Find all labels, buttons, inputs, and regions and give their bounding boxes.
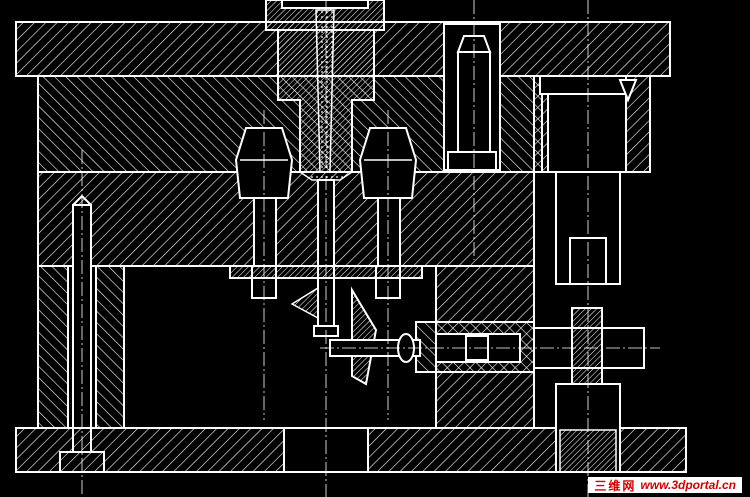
center-lines [81,0,660,497]
right-support-block [533,75,651,173]
watermark-url[interactable]: www.3dportal.cn [640,478,736,492]
watermark: 三维网 www.3dportal.cn [588,477,742,493]
watermark-site-name: 三维网 [594,478,637,493]
